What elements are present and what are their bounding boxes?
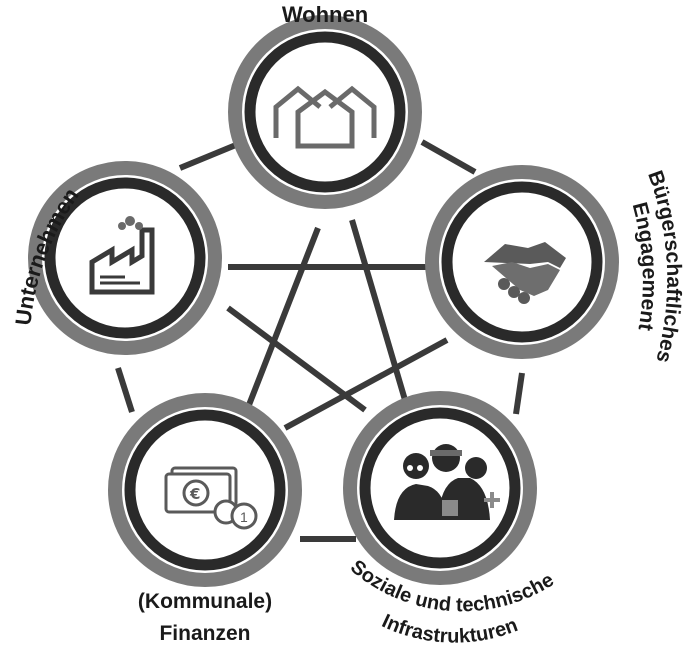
edge-buerger-soziale xyxy=(513,372,525,415)
money-icon: € 1 xyxy=(164,466,258,530)
edge-wohnen-buerger xyxy=(420,139,477,175)
label-finanzen-line2: Finanzen xyxy=(159,622,250,645)
label-finanzen-line1: (Kommunale) xyxy=(138,590,272,613)
workers-icon xyxy=(394,444,500,520)
svg-text:€: € xyxy=(189,485,200,503)
node-buerger xyxy=(425,165,619,359)
edge-wohnen-soziale xyxy=(349,219,408,401)
edge-wohnen-finanzen xyxy=(237,226,321,430)
node-soziale xyxy=(343,391,537,585)
connectors xyxy=(115,137,525,542)
node-unternehmen xyxy=(28,161,222,355)
houses-icon xyxy=(273,85,377,149)
label-wohnen: Wohnen xyxy=(282,2,368,27)
edge-finanzen-unternehmen xyxy=(115,367,135,413)
edge-buerger-finanzen xyxy=(283,337,449,431)
label-buerger-line2: Engagement xyxy=(628,200,661,332)
handshake-icon xyxy=(484,242,566,304)
node-wohnen xyxy=(228,15,422,209)
svg-text:1: 1 xyxy=(240,509,248,525)
factory-icon xyxy=(89,216,155,295)
edge-unternehmen-soziale xyxy=(226,305,367,413)
label-buerger-line2-text: Engagement xyxy=(628,200,661,332)
